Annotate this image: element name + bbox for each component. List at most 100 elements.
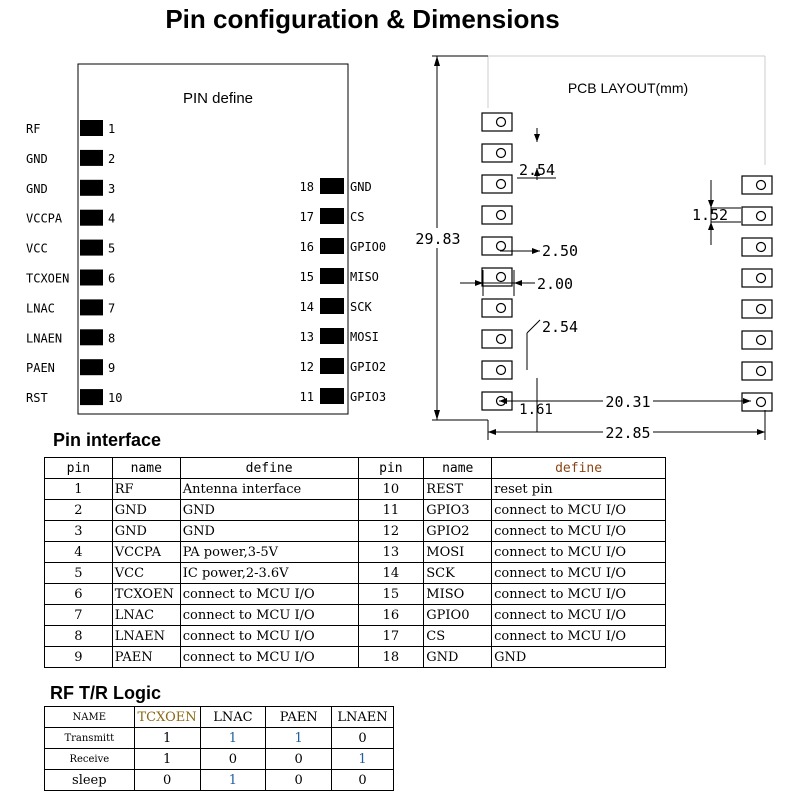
table-cell: MISO [423, 583, 493, 605]
table-cell: 4 [44, 541, 113, 563]
width-dim-label: 22.85 [605, 424, 650, 440]
pin-pad [80, 329, 103, 346]
table-cell: 1 [199, 769, 267, 791]
pcb-pad-hole [495, 209, 507, 221]
pcb-pad [481, 174, 513, 194]
table-cell: connect to MCU I/O [491, 625, 666, 647]
pin-pad [80, 359, 103, 376]
pin-pad [320, 298, 344, 314]
rf-table-header-row: NAME TCXOEN LNAC PAEN LNAEN [44, 706, 394, 728]
pad-width-dim-arrow [532, 248, 540, 254]
pin-label: PAEN [26, 361, 55, 375]
pin-label: MOSI [350, 330, 379, 344]
pcb-pad-hole [495, 147, 507, 159]
pcb-pad [481, 236, 513, 256]
table-cell: 17 [357, 625, 425, 647]
pin-pad [80, 179, 103, 196]
pin-number: 3 [108, 182, 115, 196]
pin-number: 11 [300, 390, 314, 404]
pin-table-header: pin [44, 457, 113, 479]
pcb-pad-hole [755, 396, 767, 408]
pin-pad [80, 269, 103, 286]
pin-pad [80, 239, 103, 256]
right-pad-dim-label: 1.52 [692, 206, 728, 224]
pad-height-dim-arrow-left [475, 280, 483, 286]
pcb-pad [741, 361, 773, 381]
table-cell: connect to MCU I/O [179, 646, 359, 668]
table-cell: LNAEN [111, 625, 181, 647]
table-cell: 18 [357, 646, 425, 668]
table-cell: VCCPA [111, 541, 181, 563]
pcb-pad-hole [755, 334, 767, 346]
table-cell: sleep [44, 769, 135, 791]
table-cell: 0 [265, 748, 333, 770]
pin-number: 8 [108, 331, 115, 345]
pcb-pad [741, 237, 773, 257]
pcb-layout: PCB LAYOUT(mm) 29.83 2.54 2.50 2.00 2.54 [412, 55, 773, 440]
table-cell: connect to MCU I/O [179, 625, 359, 647]
pcb-pad [741, 175, 773, 195]
table-cell: MOSI [423, 541, 493, 563]
table-cell: reset pin [491, 478, 666, 500]
pin-table-header: define [179, 457, 359, 479]
pin-pad [80, 389, 103, 406]
pcb-pad [741, 392, 773, 412]
table-cell: 13 [357, 541, 425, 563]
span-dim-label-bg [603, 392, 653, 410]
pin-number: 12 [300, 360, 314, 374]
pin-pad [320, 388, 344, 404]
table-cell: 10 [357, 478, 425, 500]
table-cell: GND [179, 499, 359, 521]
pcb-pad-hole [495, 364, 507, 376]
pcb-right-pads [741, 175, 773, 412]
pin-number: 17 [300, 210, 314, 224]
pcb-pad-hole [755, 272, 767, 284]
pin-number: 18 [300, 180, 314, 194]
pcb-pad [741, 299, 773, 319]
table-cell: GND [491, 646, 666, 668]
table-cell: 16 [357, 604, 425, 626]
pcb-pad-hole [495, 178, 507, 190]
offset-dim-label: 1.61 [519, 402, 553, 418]
rf-table-header: TCXOEN [133, 706, 201, 728]
table-cell: 1 [331, 748, 394, 770]
pin-label: GND [350, 180, 372, 194]
table-cell: 1 [265, 727, 333, 749]
width-dim-arrow-right [757, 429, 765, 435]
pcb-pad [741, 268, 773, 288]
table-cell: SCK [423, 562, 493, 584]
table-cell: 15 [357, 583, 425, 605]
table-cell: 12 [357, 520, 425, 542]
page-title: Pin configuration & Dimensions [165, 4, 560, 34]
pcb-layout-heading: PCB LAYOUT(mm) [568, 80, 688, 96]
height-dim-label-bg [412, 228, 466, 248]
pin-label: GPIO0 [350, 240, 386, 254]
table-cell: Transmitt [44, 727, 135, 749]
table-cell: LNAC [111, 604, 181, 626]
pcb-left-pads [481, 112, 513, 411]
right-pad-dim-arrow-bottom [708, 222, 714, 230]
table-cell: GND [111, 499, 181, 521]
table-cell: 14 [357, 562, 425, 584]
table-cell: CS [423, 625, 493, 647]
pin-table-header-row: pin name define pin name define [44, 457, 666, 479]
pin-table-header: name [423, 457, 493, 479]
pin-pad [320, 238, 344, 254]
pin-pad [320, 178, 344, 194]
rf-table-header: PAEN [265, 706, 333, 728]
pcb-pad-hole [495, 302, 507, 314]
pcb-pad-hole [495, 333, 507, 345]
